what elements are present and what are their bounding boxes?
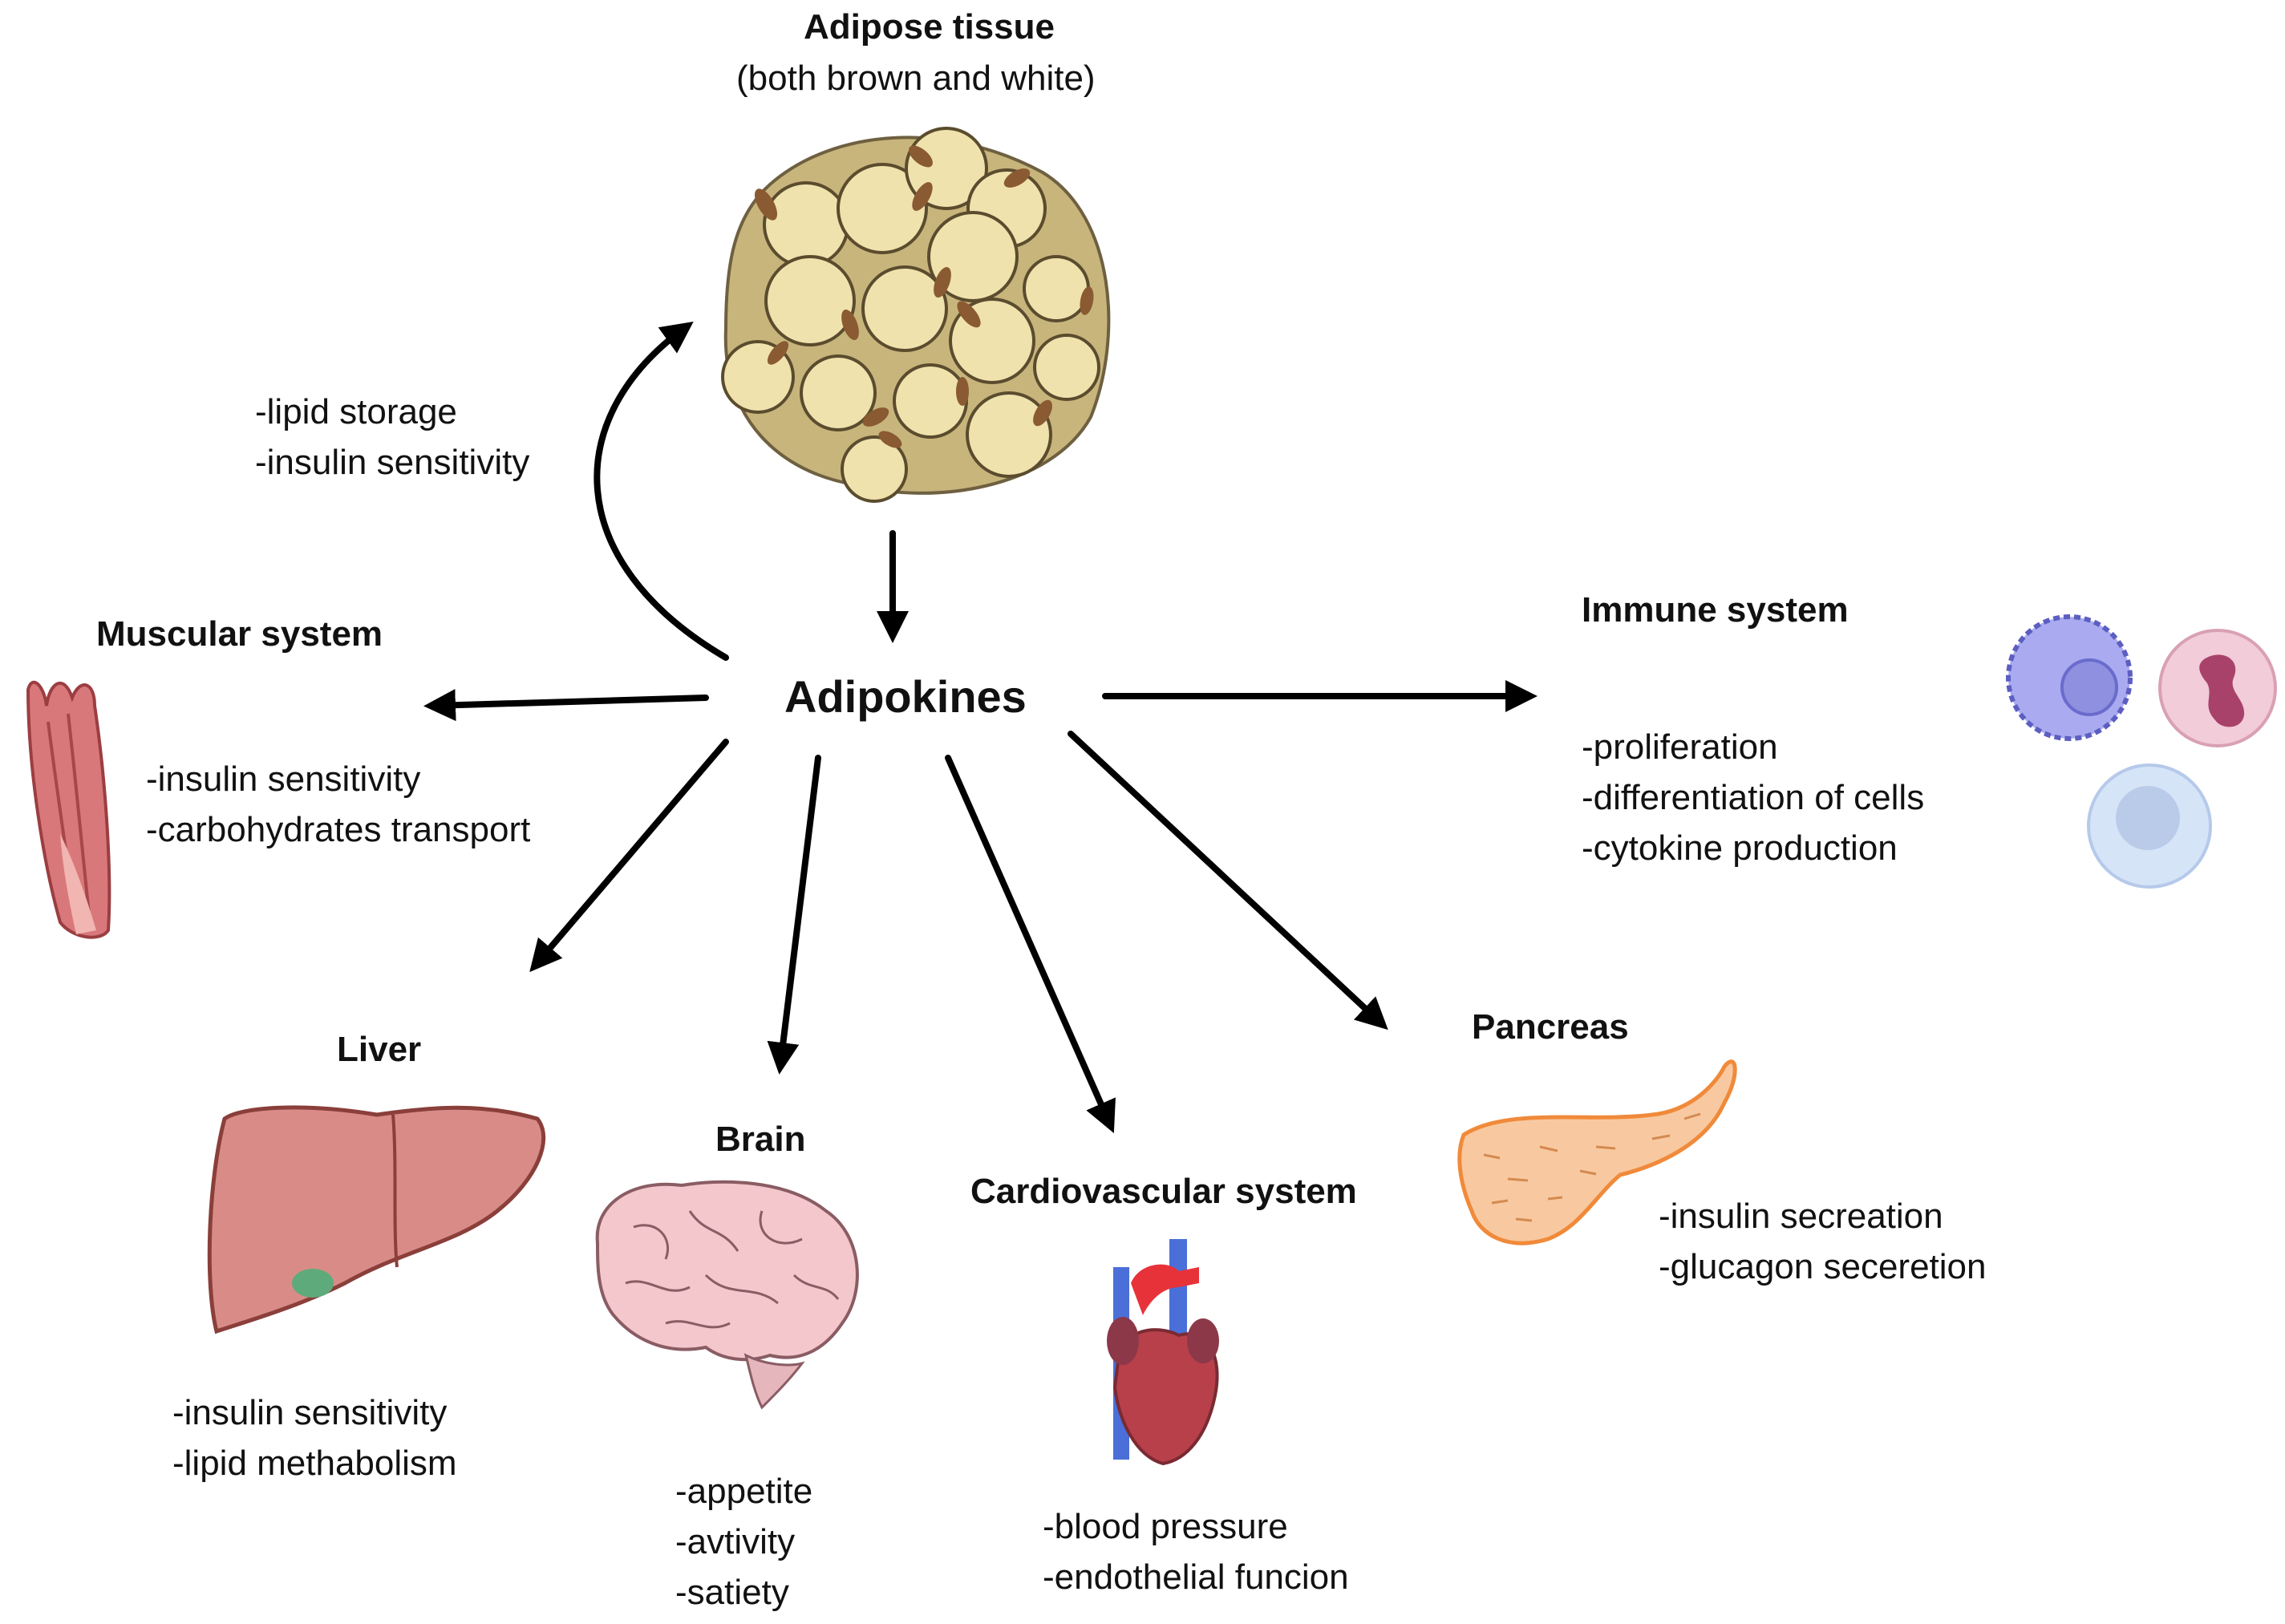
neutrophil-icon — [2158, 629, 2277, 747]
adipose-effects-list: -lipid storage -insulin sensitivity — [255, 387, 529, 488]
adipose-tissue-title: Adipose tissue — [804, 7, 1055, 47]
muscular-effects-list: -insulin sensitivity -carbohydrates tran… — [146, 754, 530, 855]
arrow-to-cardio — [945, 755, 1116, 1133]
liver-title: Liver — [337, 1030, 422, 1069]
effect-item: -carbohydrates transport — [146, 810, 531, 849]
effect-item: -cytokine production — [1582, 828, 1898, 868]
effect-item: -glucagon seceretion — [1659, 1247, 1987, 1286]
monocyte-icon — [2087, 763, 2212, 889]
brain-title: Brain — [715, 1120, 806, 1159]
arrow-to-muscular — [423, 689, 709, 722]
effect-item: -differentiation of cells — [1582, 778, 1925, 817]
effect-item: -proliferation — [1582, 727, 1778, 767]
lymphocyte-icon — [2006, 614, 2133, 741]
pancreas-effects-list: -insulin secreation -glucagon seceretion — [1659, 1191, 1986, 1292]
adipokines-hub-label: Adipokines — [784, 671, 1027, 722]
effect-item: -appetite — [675, 1472, 813, 1511]
liver-icon — [207, 1105, 546, 1334]
effect-item: -insulin secreation — [1659, 1197, 1943, 1236]
effect-item: -insulin sensitivity — [172, 1393, 448, 1432]
immune-cells-icon — [2006, 614, 2277, 889]
effect-item: -insulin sensitivity — [255, 443, 530, 482]
effect-item: -satiety — [675, 1573, 789, 1612]
adipose-tissue-icon — [721, 127, 1111, 503]
cardiovascular-effects-list: -blood pressure -endothelial funcion — [1043, 1501, 1349, 1602]
adipose-tissue-subtitle: (both brown and white) — [736, 59, 1096, 98]
immune-effects-list: -proliferation -differentiation of cells… — [1582, 722, 1924, 873]
effect-item: -endothelial funcion — [1043, 1557, 1349, 1597]
pancreas-title: Pancreas — [1472, 1007, 1629, 1047]
arrow-to-brain — [767, 755, 821, 1075]
pancreas-icon — [1457, 1059, 1737, 1245]
effect-item: -lipid storage — [255, 392, 457, 431]
cardiovascular-system-title: Cardiovascular system — [970, 1172, 1357, 1211]
arrow-to-pancreas — [1068, 731, 1388, 1031]
arrow-to-liver — [529, 739, 729, 973]
brain-effects-list: -appetite -avtivity -satiety — [675, 1466, 812, 1618]
effect-item: -insulin sensitivity — [146, 759, 421, 799]
effect-item: -lipid methabolism — [172, 1444, 457, 1483]
muscular-system-title: Muscular system — [96, 614, 383, 654]
liver-effects-list: -insulin sensitivity -lipid methabolism — [172, 1387, 457, 1488]
effect-item: -avtivity — [675, 1522, 796, 1561]
immune-system-title: Immune system — [1582, 590, 1849, 630]
arrows — [423, 321, 1538, 1133]
arrow-adipokines-to-adipose — [594, 321, 729, 661]
muscle-icon — [26, 680, 111, 939]
effect-item: -blood pressure — [1043, 1507, 1288, 1546]
brain-icon — [595, 1180, 859, 1410]
heart-icon — [1107, 1239, 1219, 1466]
